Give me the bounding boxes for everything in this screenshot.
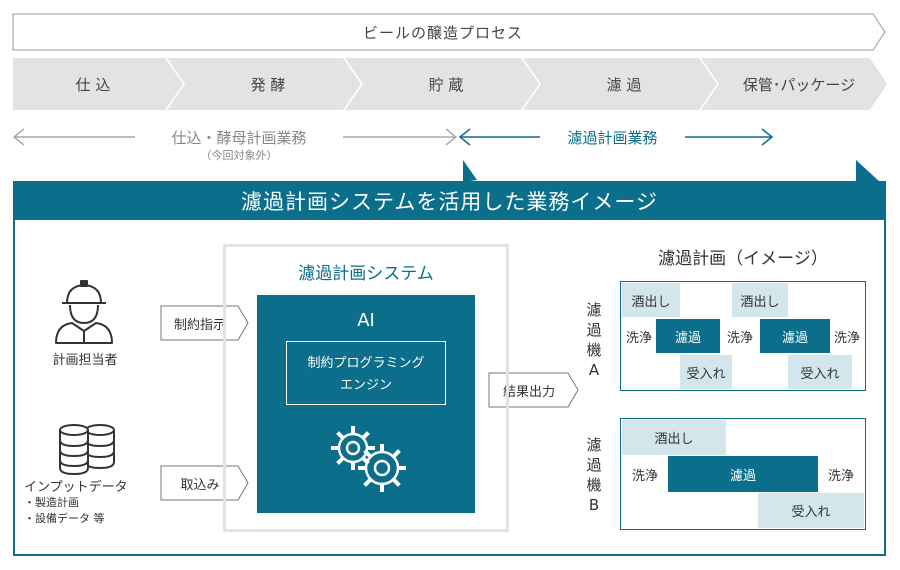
- machine-b-cell-1: 酒出し: [622, 420, 726, 455]
- panel-title: 濾過計画システムを活用した業務イメージ: [241, 189, 658, 214]
- machine-a-label-3: 機: [586, 341, 602, 359]
- process-title: ビールの醸造プロセス: [362, 23, 523, 42]
- process-step-5: 保管･パッケージ: [742, 75, 856, 94]
- machine-b-cell-2: 洗浄: [631, 468, 658, 484]
- instruction-tag: 制約指示: [173, 317, 226, 333]
- machine-b-timeline: [620, 418, 866, 530]
- machine-a-cell-9: 受入れ: [788, 355, 852, 389]
- process-step-2: 発 酵: [250, 75, 286, 94]
- process-step-1: 仕 込: [75, 75, 111, 94]
- panel-header-bg: [13, 181, 886, 220]
- process-step-4-shape: [523, 58, 717, 110]
- process-step-3: 貯 蔵: [428, 75, 464, 94]
- person-helmet-icon: [55, 280, 113, 344]
- machine-a-timeline: [620, 281, 866, 391]
- machine-a-cell-8: 受入れ: [680, 355, 732, 389]
- input-data-label: インプットデータ: [24, 480, 128, 495]
- output-tag: 結果出力: [502, 384, 555, 400]
- planner-label: 計画担当者: [52, 352, 118, 368]
- machine-b-label-4: B: [588, 496, 600, 514]
- process-step-1-shape: [13, 58, 183, 110]
- system-box: [223, 244, 509, 532]
- gears-icon: [331, 426, 406, 492]
- machine-b-cell-5: 受入れ: [758, 493, 864, 528]
- out-scope-note: （今回対象外）: [200, 149, 278, 162]
- in-scope-label: 濾過計画業務: [567, 128, 658, 147]
- ai-label: AI: [357, 309, 375, 331]
- machine-a-label-1: 濾: [586, 301, 602, 319]
- input-item-2: ・設備データ 等: [24, 512, 105, 525]
- engine-line-2: エンジン: [339, 377, 392, 393]
- intake-tag: 取込み: [180, 477, 220, 493]
- in-scope-arrow: [458, 128, 774, 146]
- scope-arrows: [12, 128, 774, 146]
- out-scope-label: 仕込・酵母計画業務: [171, 128, 307, 147]
- process-step-4: 濾 過: [606, 75, 642, 94]
- system-title: 濾過計画システム: [298, 263, 434, 284]
- database-icon: [59, 424, 115, 476]
- process-title-arrow: [12, 13, 886, 51]
- machine-b-label-2: 過: [586, 456, 602, 474]
- machine-b-cell-3: 濾過: [668, 456, 818, 492]
- machine-b-cell-4: 洗浄: [827, 468, 854, 484]
- machine-a-label-2: 過: [586, 321, 602, 339]
- input-item-1: ・製造計画: [24, 496, 79, 509]
- machine-a-cell-1: 酒出し: [622, 283, 680, 317]
- machine-b-label-3: 機: [586, 476, 602, 494]
- process-step-5-shape: [701, 58, 887, 110]
- process-banner: [12, 13, 887, 110]
- machine-b-label-1: 濾: [586, 436, 602, 454]
- out-scope-arrow: [12, 128, 458, 146]
- machine-a-cell-7: 洗浄: [833, 330, 860, 346]
- machine-a-cell-5: 洗浄: [726, 330, 753, 346]
- engine-box: [286, 341, 446, 405]
- process-step-2-shape: [167, 58, 361, 110]
- output-tag-shape: [488, 372, 579, 408]
- process-step-3-shape: [345, 58, 539, 110]
- machine-a-cell-3: 洗浄: [625, 330, 652, 346]
- machine-a-cell-2: 酒出し: [732, 283, 788, 317]
- machine-a-cell-4: 濾過: [656, 319, 720, 353]
- plan-title: 濾過計画（イメージ）: [658, 248, 828, 269]
- engine-line-1: 制約プログラミング: [307, 355, 425, 371]
- machine-a-cell-6: 濾過: [760, 319, 830, 353]
- machine-a-label-4: A: [588, 361, 600, 379]
